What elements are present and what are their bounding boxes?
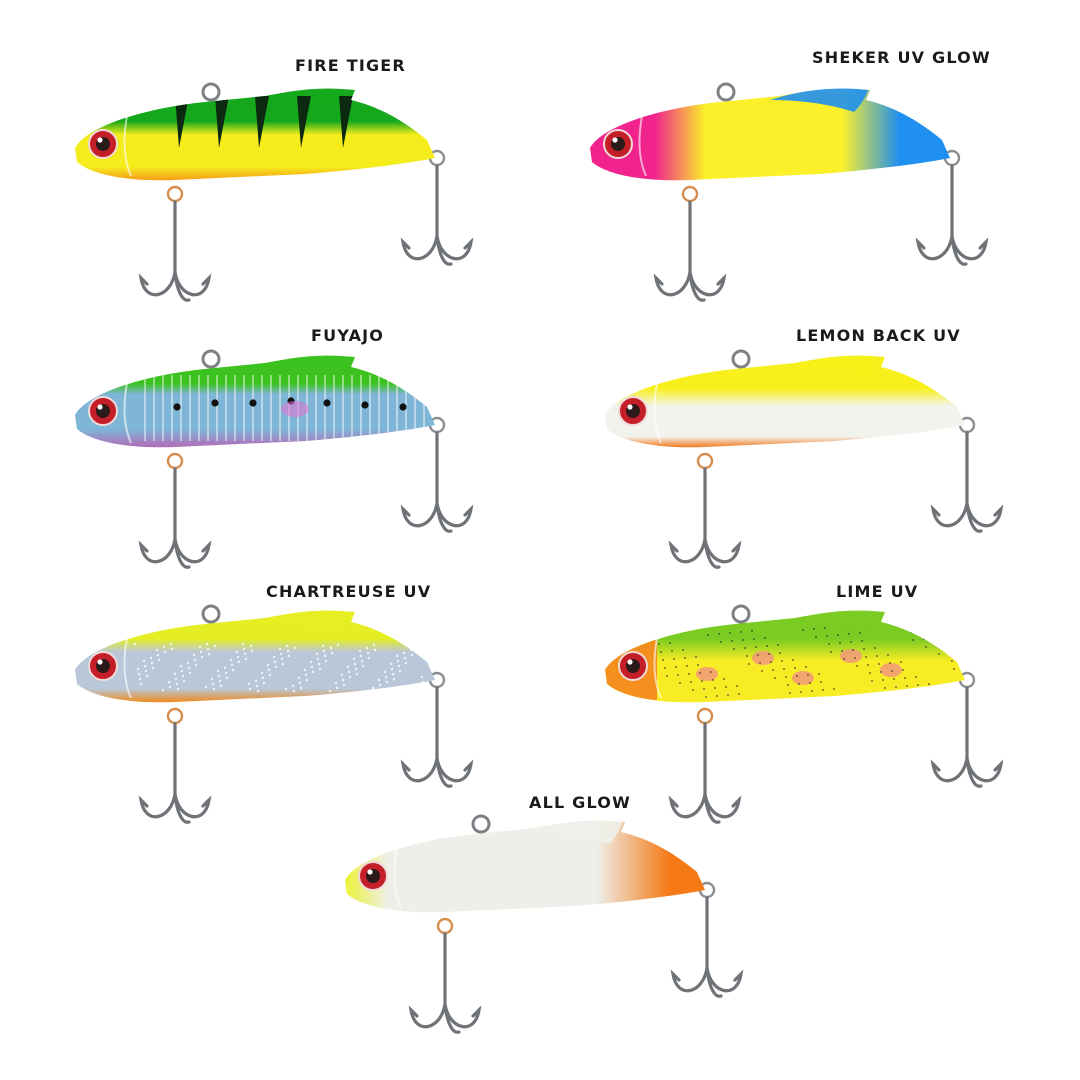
- treble-hook-icon: [668, 671, 1004, 824]
- lure-fin: [525, 820, 623, 844]
- lure-eye-icon: [618, 396, 648, 426]
- lure-fin: [255, 610, 353, 634]
- line-tie-ring: [201, 82, 221, 102]
- lure-lime-uv: [605, 604, 1004, 824]
- lure-fin: [785, 610, 883, 634]
- lure-body: [590, 89, 950, 181]
- lure-body: [75, 89, 435, 181]
- lure-all-glow: [345, 814, 744, 1034]
- lure-body: [345, 821, 705, 913]
- treble-hook-icon: [408, 881, 744, 1034]
- lure-eye-icon: [358, 861, 388, 891]
- lure-fire-tiger: [75, 82, 474, 302]
- lure-fin: [770, 88, 868, 112]
- lure-label-lime-uv: LIME UV: [836, 582, 919, 601]
- line-tie-ring: [731, 349, 751, 369]
- lure-sheker-uv-glow: [590, 82, 989, 302]
- treble-hook-icon: [138, 416, 474, 569]
- lure-label-all-glow: ALL GLOW: [529, 793, 631, 812]
- line-tie-ring: [716, 82, 736, 102]
- lure-eye-icon: [88, 396, 118, 426]
- treble-hook-icon: [653, 149, 989, 302]
- lure-body: [75, 611, 435, 703]
- treble-hook-icon: [138, 671, 474, 824]
- lure-eye-icon: [603, 129, 633, 159]
- lure-fin: [255, 355, 353, 379]
- lure-chartreuse-uv: [75, 604, 474, 824]
- line-tie-ring: [731, 604, 751, 624]
- lure-label-sheker-uv-glow: SHEKER UV GLOW: [812, 48, 991, 67]
- lure-fin: [785, 355, 883, 379]
- lure-eye-icon: [88, 651, 118, 681]
- lure-label-chartreuse-uv: CHARTREUSE UV: [266, 582, 432, 601]
- line-tie-ring: [201, 349, 221, 369]
- lure-fuyajo: [75, 349, 474, 569]
- lure-label-lemon-back-uv: LEMON BACK UV: [796, 326, 961, 345]
- lure-eye-icon: [88, 129, 118, 159]
- line-tie-ring: [471, 814, 491, 834]
- lure-eye-icon: [618, 651, 648, 681]
- lure-body: [605, 356, 965, 448]
- lure-lemon-back-uv: [605, 349, 1004, 569]
- lure-body: [605, 611, 965, 703]
- lure-label-fire-tiger: FIRE TIGER: [295, 56, 406, 75]
- treble-hook-icon: [668, 416, 1004, 569]
- line-tie-ring: [201, 604, 221, 624]
- lure-label-fuyajo: FUYAJO: [311, 326, 385, 345]
